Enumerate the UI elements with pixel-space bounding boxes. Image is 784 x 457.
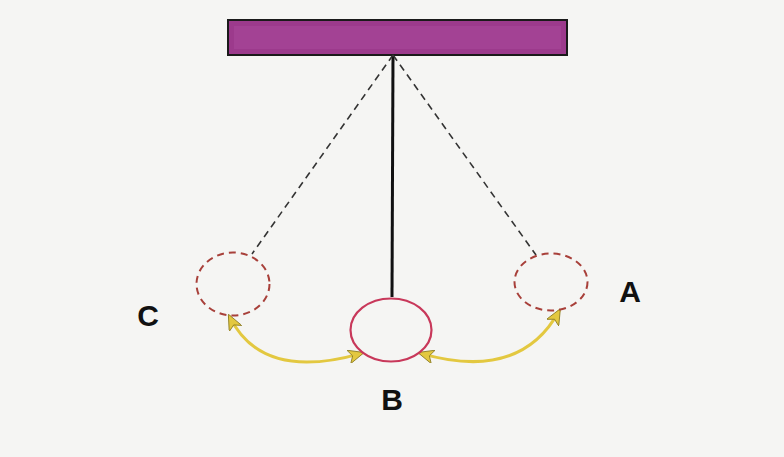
bob-outline: [349, 297, 433, 363]
position-label: B: [381, 385, 403, 415]
swing-arrow: [230, 317, 362, 362]
string: [392, 55, 393, 297]
pendulum-bob: C: [195, 251, 271, 317]
position-label: C: [137, 301, 159, 331]
dashed-string: [393, 55, 536, 255]
support-bar: [228, 20, 567, 55]
bob-circle: [351, 299, 432, 362]
position-label: A: [619, 277, 641, 307]
bob-circle: [197, 253, 270, 316]
bar-shading: [234, 26, 561, 49]
bob-outline: [195, 251, 271, 317]
dashed-string: [252, 55, 393, 254]
bob-outline: [513, 252, 589, 312]
pendulum-bob: B: [349, 297, 433, 363]
bob-circle: [515, 254, 588, 311]
pendulum-bob: A: [513, 252, 589, 312]
swing-arrow: [421, 311, 559, 361]
